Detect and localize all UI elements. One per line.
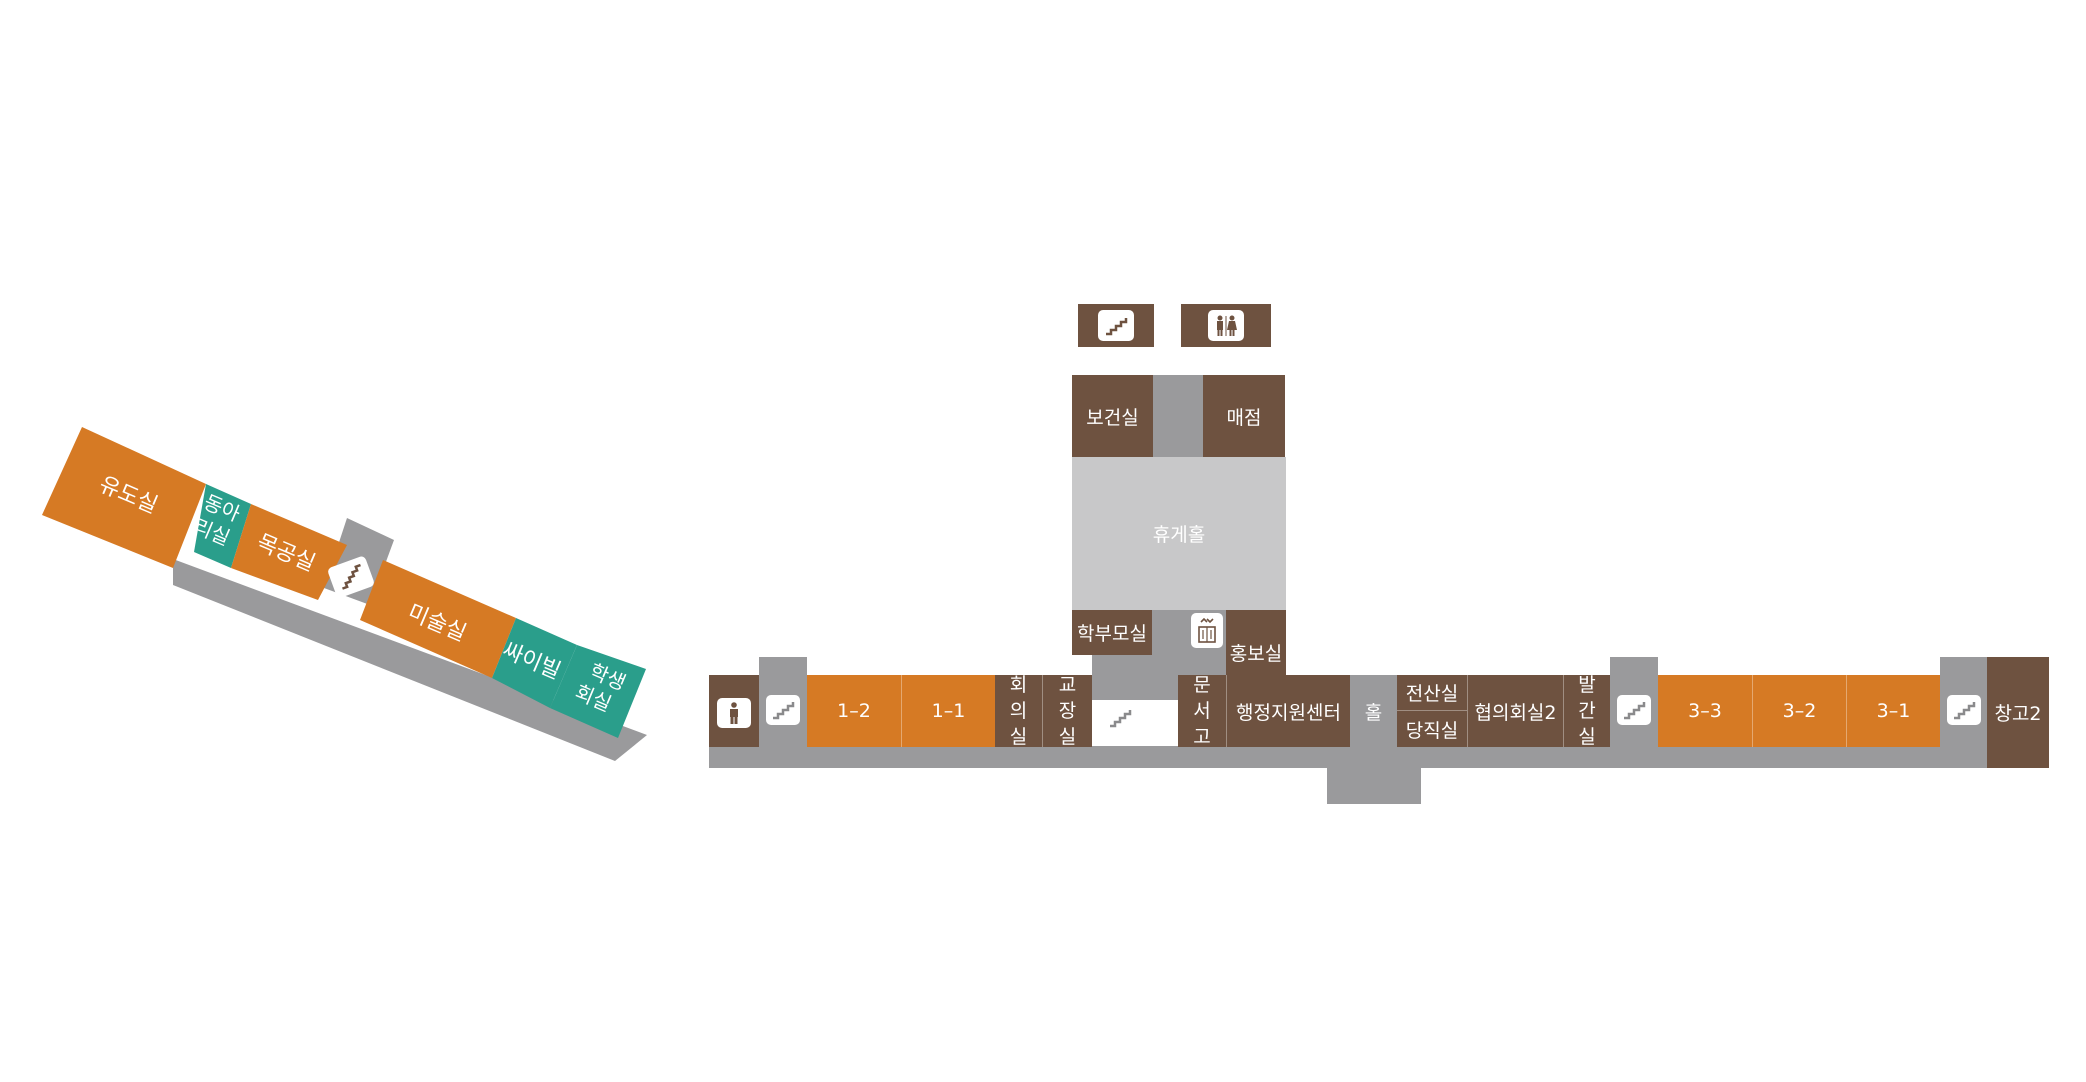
stairs-icon: [328, 556, 374, 598]
classroom-3-3-label: 3–3: [1688, 700, 1722, 722]
council-room-2-label: 협의회실2: [1474, 701, 1557, 724]
health-room[interactable]: 보건실: [1072, 375, 1153, 457]
student-council-room[interactable]: [550, 645, 646, 738]
classroom-3-3[interactable]: 3–3: [1658, 675, 1752, 747]
lower-hall-extension: [1327, 746, 1421, 804]
classroom-1-2-label: 1–2: [837, 700, 871, 722]
stairs-icon: [766, 695, 800, 725]
council-room-2[interactable]: 협의회실2: [1467, 675, 1563, 747]
elevator-icon: [1191, 613, 1223, 648]
store[interactable]: 매점: [1203, 375, 1285, 457]
central-hall-label: 홀: [1364, 701, 1383, 724]
classroom-1-1-label: 1–1: [931, 700, 966, 722]
night-duty-room[interactable]: 당직실: [1397, 711, 1467, 747]
club-room[interactable]: [194, 484, 251, 568]
judo-room[interactable]: [42, 427, 206, 568]
male-restroom-icon: [717, 698, 751, 728]
woodwork-room[interactable]: [231, 504, 347, 600]
stair-left[interactable]: [759, 657, 807, 747]
top-passage: [1150, 375, 1205, 460]
storage-2-label: 창고2: [1994, 703, 2042, 725]
stair-right-2[interactable]: [1940, 657, 1987, 747]
classroom-3-2-label: 3–2: [1782, 700, 1817, 722]
parents-room-label: 학부모실: [1077, 623, 1147, 645]
health-room-label: 보건실: [1086, 406, 1139, 429]
classroom-3-1[interactable]: 3–1: [1846, 675, 1940, 747]
night-duty-room-label: 당직실: [1405, 719, 1459, 742]
stairs-icon: [1098, 310, 1134, 341]
store-label: 매점: [1226, 406, 1262, 429]
stairs-icon: [1947, 695, 1981, 725]
top-stairs-box[interactable]: [1078, 304, 1154, 347]
pr-room-label: 홍보실: [1229, 643, 1283, 665]
stair-right-1[interactable]: [1610, 657, 1658, 747]
lounge-hall-label: 휴게홀: [1152, 524, 1206, 546]
classroom-3-2[interactable]: 3–2: [1752, 675, 1846, 747]
parents-room[interactable]: 학부모실: [1072, 610, 1152, 655]
storage-2[interactable]: 창고2: [1987, 657, 2049, 768]
lounge-hall[interactable]: 휴게홀: [1072, 457, 1286, 610]
computer-room[interactable]: 전산실: [1397, 675, 1467, 711]
admin-support-center-label: 행정지원센터: [1236, 701, 1341, 724]
computer-room-label: 전산실: [1405, 683, 1459, 705]
west-wing-corridor: [173, 559, 647, 761]
classroom-1-1[interactable]: 1–1: [901, 675, 995, 747]
admin-support-center[interactable]: 행정지원센터: [1226, 675, 1350, 747]
classroom-3-1-label: 3–1: [1876, 700, 1911, 722]
central-hall[interactable]: 홀: [1350, 675, 1397, 747]
pr-room[interactable]: 홍보실: [1226, 610, 1286, 675]
stairs-icon: [1103, 703, 1137, 733]
stairs-icon: [1617, 695, 1651, 725]
male-restroom[interactable]: [709, 675, 759, 747]
wee-class-room[interactable]: [492, 618, 577, 708]
art-room[interactable]: [360, 560, 516, 678]
restroom-icon: [1208, 310, 1244, 341]
top-restroom-box[interactable]: [1181, 304, 1271, 347]
classroom-1-2[interactable]: 1–2: [807, 675, 901, 747]
